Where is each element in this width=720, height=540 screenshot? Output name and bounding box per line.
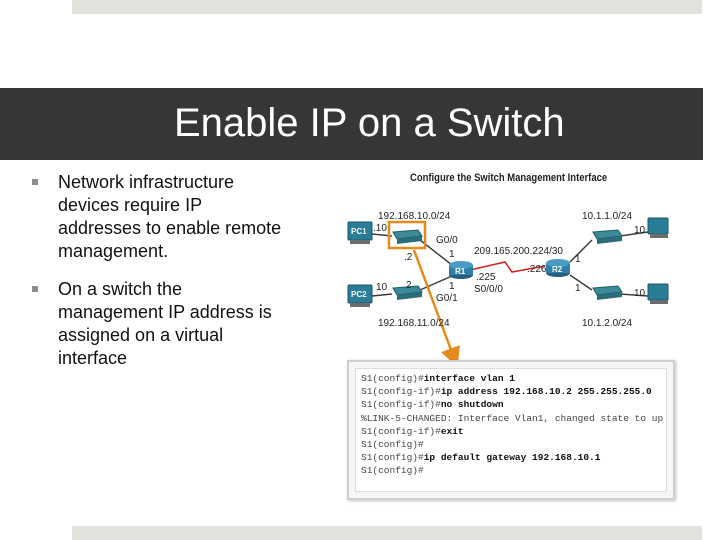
square-bullet-icon	[32, 179, 38, 185]
cli-prompt: S1(config-if)#	[361, 425, 441, 437]
bullet-list: Network infrastructure devices require I…	[32, 171, 282, 370]
pc2-label: PC2	[351, 290, 367, 299]
link-s3-pc3	[619, 231, 649, 237]
square-bullet-icon	[32, 286, 38, 292]
host-label: 1	[449, 249, 455, 260]
bottom-decor-strip	[72, 526, 702, 540]
network-topology-diagram: PC1 PC2 R1 R	[347, 211, 669, 365]
host-label: 2	[406, 280, 412, 291]
cli-prompt: S1(config-if)#	[361, 386, 441, 398]
link-pc2-s2	[371, 293, 393, 297]
cli-prompt: S1(config)#	[361, 439, 424, 451]
s1-switch-icon	[387, 220, 427, 250]
cli-prompt: S1(config)#	[361, 452, 424, 464]
wan-net-label: 209.165.200.224/30	[474, 246, 563, 257]
cli-line: S1(config-if)#no shutdown	[361, 398, 661, 411]
cli-prompt: S1(config-if)#	[361, 399, 441, 411]
slide-title: Enable IP on a Switch	[174, 101, 565, 145]
cli-prompt: S1(config)#	[361, 373, 424, 384]
bullet-item: On a switch the management IP address is…	[32, 278, 282, 370]
figure-title: Configure the Switch Management Interfac…	[410, 172, 608, 184]
link-s4-pc4	[619, 293, 649, 297]
host-label: .225	[476, 272, 496, 283]
cli-command: ip default gateway 192.168.10.1	[423, 452, 601, 464]
interface-label: S0/0/0	[474, 284, 503, 295]
cli-prompt: S1(config)#	[361, 465, 424, 477]
interface-label: G0/1	[436, 293, 458, 304]
interface-label: G0/0	[436, 235, 458, 246]
pc1-computer-icon: PC1	[347, 221, 373, 244]
link-r2-s3	[569, 239, 593, 263]
cli-prompt: %LINK-5-CHANGED: Interface Vlan1, change…	[361, 412, 664, 424]
cli-line: S1(config)#interface vlan 1	[361, 372, 661, 385]
title-bar: Enable IP on a Switch	[0, 88, 703, 160]
s4-switch-icon	[592, 285, 623, 300]
cli-command: interface vlan 1	[423, 373, 515, 384]
host-label: 1	[449, 281, 455, 292]
host-label: 10	[376, 282, 388, 293]
pc4-computer-icon	[647, 283, 669, 304]
pc2-computer-icon: PC2	[347, 284, 373, 307]
wan-link-r1-r2	[469, 261, 546, 273]
link-r2-s4	[569, 274, 593, 291]
pc3-computer-icon	[647, 217, 669, 238]
host-label: 1	[575, 283, 581, 294]
link-s2-r1	[419, 275, 453, 291]
host-label: .2	[404, 252, 413, 263]
s2-switch-icon	[392, 285, 423, 300]
host-label: .226	[527, 264, 547, 275]
s3-switch-icon	[592, 229, 623, 244]
r1-router-icon: R1	[449, 261, 473, 279]
bullet-text: Network infrastructure devices require I…	[58, 172, 282, 261]
cli-line: S1(config-if)#ip address 192.168.10.2 25…	[361, 385, 661, 398]
cli-line: S1(config-if)#exit	[361, 425, 661, 438]
host-label: 10	[634, 288, 646, 299]
r2-router-icon: R2	[546, 259, 570, 277]
r2-label: R2	[552, 265, 563, 274]
cli-line: S1(config)#	[361, 464, 661, 477]
cli-command: exit	[440, 425, 464, 437]
net-label: 10.1.1.0/24	[582, 211, 632, 222]
highlight-arrow	[412, 249, 460, 365]
net-label: 10.1.2.0/24	[582, 318, 632, 329]
host-label: 10	[634, 225, 646, 236]
cli-line: S1(config)#ip default gateway 192.168.10…	[361, 451, 661, 464]
pc1-label: PC1	[351, 227, 367, 236]
cli-line: %LINK-5-CHANGED: Interface Vlan1, change…	[361, 412, 664, 425]
top-decor-strip	[72, 0, 702, 14]
r1-label: R1	[455, 267, 466, 276]
cli-line: S1(config)#	[361, 438, 661, 451]
bullet-item: Network infrastructure devices require I…	[32, 171, 282, 263]
bullet-text: On a switch the management IP address is…	[58, 279, 272, 368]
net-label: 192.168.10.0/24	[378, 211, 451, 222]
cli-command: ip address 192.168.10.2 255.255.255.0	[440, 386, 652, 398]
host-label: .10	[373, 223, 387, 234]
host-label: 1	[575, 254, 581, 265]
cli-command: no shutdown	[440, 399, 504, 411]
net-label: 192.168.11.0/24	[378, 318, 450, 329]
